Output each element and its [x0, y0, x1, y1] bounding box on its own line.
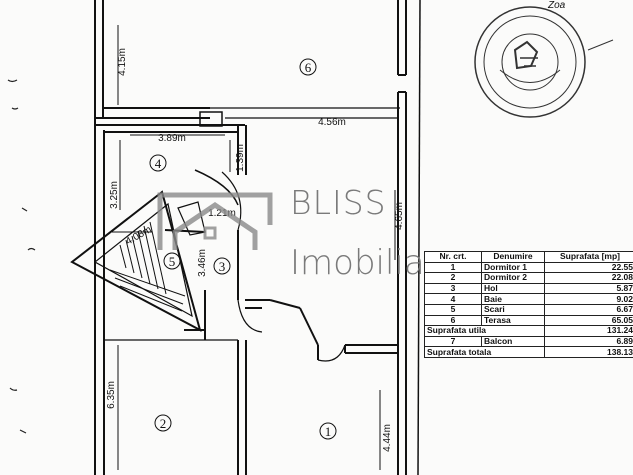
legend-cell-area: 5.87	[544, 282, 633, 295]
walls	[70, 0, 421, 475]
balcony-row: 7 Balcon 6.89	[424, 335, 633, 348]
room-marker-6: 6	[299, 58, 317, 76]
legend-cell-area: 6.67	[544, 303, 633, 316]
dim-label-139: 1.39m	[235, 144, 246, 172]
useful-area-value: 131.24	[544, 325, 633, 337]
table-row: 1 Dormitor 1 22.55	[424, 261, 633, 274]
dim-label-465: 4.65m	[394, 202, 405, 230]
table-row: 6 Terasa 65.05	[424, 314, 633, 327]
dim-label-389: 3.89m	[158, 133, 186, 144]
dim-label-456: 4.56m	[318, 117, 346, 128]
svg-text:4: 4	[155, 156, 162, 171]
dim-label-325: 3.25m	[109, 181, 120, 209]
legend-cell-nr: 7	[424, 335, 482, 348]
legend-cell-area: 9.02	[544, 293, 633, 305]
legend-cell-nr: 3	[424, 282, 482, 295]
useful-area-label: Suprafata utila	[424, 325, 545, 337]
legend-header-row: Nr. crt. Denumire Suprafata [mp]	[424, 251, 633, 263]
total-area-label: Suprafata totala	[424, 346, 545, 358]
legend-cell-name: Scari	[481, 303, 545, 316]
room-marker-4: 4	[149, 154, 167, 172]
legend-header-nr: Nr. crt.	[424, 251, 482, 263]
room-marker-1: 1	[319, 422, 337, 440]
watermark-title: BLISS	[290, 183, 387, 222]
table-row: 4 Baie 9.02	[424, 293, 633, 305]
dimension-lines	[112, 25, 396, 470]
table-row: 2 Dormitor 2 22.08	[424, 272, 633, 284]
legend-cell-name: Balcon	[481, 335, 545, 348]
legend-cell-name: Terasa	[481, 314, 545, 327]
room-marker-2: 2	[154, 414, 172, 432]
legend-cell-name: Dormitor 2	[481, 272, 545, 284]
corner-handwritten-note: Zoa	[547, 0, 566, 11]
legend-cell-name: Hol	[481, 282, 545, 295]
room-marker-3: 3	[213, 257, 231, 275]
legend-cell-area: 6.89	[544, 335, 633, 348]
legend-cell-nr: 2	[424, 272, 482, 284]
legend-header-name: Denumire	[481, 251, 545, 263]
dim-label-635: 6.35m	[106, 381, 117, 409]
legend-cell-nr: 6	[424, 314, 482, 327]
total-area-row: Suprafata totala 138.13	[424, 346, 633, 358]
table-row: 5 Scari 6.67	[424, 303, 633, 316]
svg-text:3: 3	[219, 259, 226, 274]
area-legend-table: Nr. crt. Denumire Suprafata [mp] 1 Dormi…	[424, 251, 633, 358]
total-area-value: 138.13	[544, 346, 633, 358]
dim-label-415: 4.15m	[117, 48, 128, 76]
legend-cell-area: 65.05	[544, 314, 633, 327]
cadastre-stamp-icon	[474, 6, 614, 118]
dim-label-346: 3.46m	[197, 249, 208, 277]
legend-cell-area: 22.08	[544, 272, 633, 284]
legend-cell-name: Dormitor 1	[481, 261, 545, 274]
dim-label-444: 4.44m	[382, 424, 393, 452]
legend-cell-nr: 1	[424, 261, 482, 274]
useful-area-row: Suprafata utila 131.24	[424, 325, 633, 337]
legend-cell-area: 22.55	[544, 261, 633, 274]
svg-text:6: 6	[305, 60, 312, 75]
legend-cell-nr: 5	[424, 303, 482, 316]
dim-label-121: 1.21m	[208, 208, 236, 219]
room-marker-5: 5	[163, 252, 181, 270]
margin-marks	[7, 79, 36, 434]
legend-cell-nr: 4	[424, 293, 482, 305]
svg-text:2: 2	[160, 416, 167, 431]
svg-text:1: 1	[325, 424, 332, 439]
legend-header-area: Suprafata [mp]	[544, 251, 633, 263]
legend-cell-name: Baie	[481, 293, 545, 305]
svg-text:5: 5	[169, 254, 176, 269]
table-row: 3 Hol 5.87	[424, 282, 633, 295]
watermark-logo-icon	[157, 192, 273, 250]
